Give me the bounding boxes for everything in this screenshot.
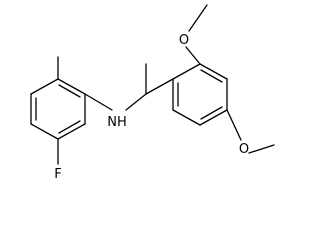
bond — [199, 63, 228, 80]
bond — [199, 109, 228, 126]
molecule-structure: NH F O O — [30, 4, 275, 182]
bond — [57, 78, 86, 95]
bond — [172, 63, 201, 80]
oxygen-bottom-label: O — [239, 142, 249, 157]
double-bond-inner — [200, 69, 223, 83]
ch-ring-bond — [145, 78, 174, 95]
nh-ch-bond — [125, 93, 147, 111]
bond — [172, 109, 201, 126]
methoxy-bottom-methyl-bond — [248, 144, 275, 154]
left-ring — [30, 78, 86, 140]
oxygen-top-label: O — [179, 33, 189, 48]
methoxy-bottom-bond — [226, 109, 242, 141]
double-bond-inner — [58, 84, 81, 98]
methoxy-top-bond — [185, 46, 201, 65]
double-bond-inner — [58, 120, 81, 134]
bond — [30, 123, 59, 140]
nh-label: NH — [107, 115, 127, 130]
methoxy-top-methyl-bond — [188, 4, 208, 32]
right-ring — [172, 63, 228, 126]
ring-nh-bond — [84, 93, 113, 111]
bond — [30, 78, 59, 95]
bond — [57, 123, 86, 140]
fluorine-label: F — [54, 167, 61, 182]
double-bond-inner — [200, 106, 223, 120]
